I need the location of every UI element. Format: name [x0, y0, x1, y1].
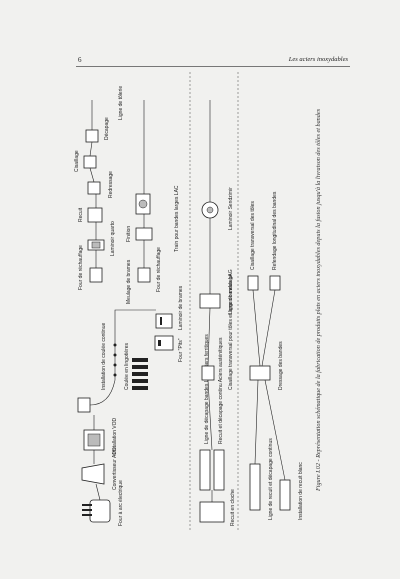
label-recuit-blanc: Installation de recuit blanc: [298, 462, 304, 520]
bell-annealing-icon: [199, 501, 225, 523]
coil-icon: [135, 193, 151, 215]
flow-arrow: [207, 100, 213, 502]
pickling-icon: [85, 129, 99, 143]
flow-arrow: [93, 415, 101, 501]
shearing-icon: [83, 155, 97, 169]
label-cisaillage-transversal-2: Cisaillage transversal des tôles: [250, 201, 256, 270]
label-ligne-meulage: Ligne de meulage: [228, 274, 234, 314]
label-redressage: Redressage: [108, 171, 114, 198]
label-ligne-tolerie: Ligne de tôlerie: [118, 86, 124, 120]
label-finition: Finition: [126, 226, 132, 242]
label-four-arc: Four à arc électrique: [118, 480, 124, 526]
flow-arrow: [89, 100, 97, 268]
figure-caption: Figure I.02 - Représentation schématique…: [315, 108, 322, 492]
label-refendage: Refendage longitudinal des bandes: [272, 191, 278, 270]
label-meulage-brames: Meulage de brames: [126, 259, 132, 304]
process-diagram: Four à arc électrique Convertisseur AOD …: [74, 70, 304, 530]
label-convertisseur: Convertisseur AOD: [112, 447, 118, 490]
label-recuit-cloche: Recuit en cloche: [230, 489, 236, 526]
label-coulee-lingotieres: Coulée en lingotières: [124, 343, 130, 390]
reheating-furnace-icon: [89, 267, 103, 283]
reheating-furnace-icon: [137, 267, 151, 283]
straightening-icon: [87, 181, 101, 195]
strip-straightening-icon: [249, 365, 271, 381]
finishing-icon: [135, 227, 153, 241]
label-recuit-decapage: Recuit et décapage continu Aciers austén…: [218, 337, 224, 444]
sendzimir-mill-icon: [201, 201, 219, 219]
ingot-casting-icon: [132, 358, 148, 390]
continuous-casting-icon: [77, 340, 117, 413]
sheet-shear-icon: [247, 275, 259, 291]
label-train-bandes: Train pour bandes larges LAC: [174, 185, 180, 252]
annealing-icon: [87, 207, 103, 223]
label-dressage-bandes: Dressage des bandes: [278, 341, 284, 390]
label-four-rechauffage-1: Four de réchauffage: [78, 245, 84, 290]
slab-mill-icon: [155, 313, 173, 329]
header-rule: [76, 66, 350, 67]
label-four-rechauffage-2: Four de réchauffage: [156, 247, 162, 292]
rotated-figure: Four à arc électrique Convertisseur AOD …: [60, 60, 340, 540]
label-laminoir-brames: Laminoir de brames: [178, 285, 184, 330]
slitting-icon: [269, 275, 281, 291]
label-ligne-decapage: Ligne de décapage bandes LAC Aciers ferr…: [204, 334, 210, 444]
label-ligne-recuit-decapage: Ligne de recuit et décapage continus: [268, 438, 274, 520]
cross-shear-icon: [201, 365, 215, 381]
running-title: Les aciers inoxydables: [288, 56, 348, 63]
label-recuit: Recuit: [78, 207, 84, 222]
annealing-pickling-line-icon: [249, 463, 261, 511]
label-decapage: Décapage: [104, 117, 110, 140]
bright-annealing-icon: [279, 479, 291, 511]
flow-arrow: [114, 309, 156, 340]
quarto-mill-icon: [87, 239, 105, 251]
grinding-line-icon: [199, 293, 221, 309]
pit-furnace-icon: [154, 335, 174, 351]
vod-installation-icon: [83, 429, 105, 451]
label-cisaillage-transversal-1: Cisaillage transversal pour tôles et lar…: [228, 269, 234, 390]
label-laminoir-quarto: Laminoir quarto: [110, 221, 116, 256]
page-number: 6: [78, 56, 82, 64]
electric-arc-furnace-icon: [82, 499, 111, 523]
label-coulee-continue: Installation de coulée continue: [101, 323, 107, 390]
label-laminoir-sendzimir: Laminoir Sendzimir: [228, 187, 234, 230]
label-cisaillage: Cisaillage: [74, 150, 80, 172]
label-vod: Installation VOD: [112, 417, 118, 454]
label-four-pits: Four "Pits": [178, 338, 184, 362]
pickling-line-icon: [199, 449, 225, 491]
flow-arrow: [252, 289, 286, 481]
aod-converter-icon: [81, 463, 105, 485]
